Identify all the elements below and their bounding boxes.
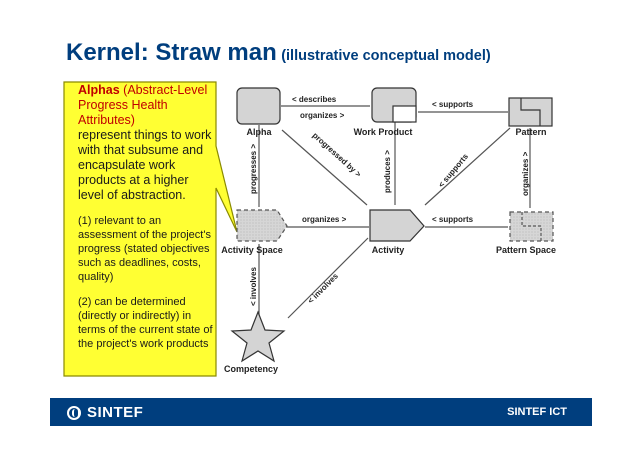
edge-label-organizes-top: organizes > [300, 111, 345, 120]
edge-label-progressed-by: progressed by > [311, 131, 363, 179]
title-main: Kernel: Straw man [66, 39, 277, 66]
callout-body: represent things to work with that subsu… [78, 128, 212, 202]
page-title: Kernel: Straw man (illustrative conceptu… [66, 39, 491, 67]
footer-org-label: SINTEF ICT [507, 406, 567, 418]
edge-label-produces: produces > [383, 150, 392, 193]
sintef-logo-icon [67, 405, 81, 420]
sintef-logo-text: SINTEF [87, 404, 144, 421]
callout-heading-bold: Alphas [78, 83, 120, 97]
pattern-space-shape [509, 211, 554, 242]
activity-shape [369, 209, 425, 242]
callout-point-2: (2) can be determined (directly or indir… [78, 296, 213, 350]
line-activity-pattern [424, 127, 511, 206]
pattern-shape [508, 97, 553, 127]
callout-bubble [63, 81, 238, 377]
edge-label-describes: < describes [292, 95, 337, 104]
edge-label-supports-diagonal: < supports [437, 152, 471, 190]
activity-label: Activity [372, 245, 405, 255]
competency-label: Competency [224, 364, 278, 374]
connector-lines [258, 105, 531, 319]
edge-label-organizes-middle: organizes > [302, 215, 347, 224]
line-alpha-activity [281, 129, 368, 206]
callout-point-1: (1) relevant to an assessment of the pro… [78, 215, 211, 283]
title-subtitle: (illustrative conceptual model) [281, 48, 491, 64]
work-product-shape [371, 87, 417, 123]
pattern-space-label: Pattern Space [496, 245, 556, 255]
edge-label-organizes-right: organizes > [521, 151, 530, 196]
callout-heading-rest: (Abstract-Level Progress Health Attribut… [78, 83, 208, 127]
alpha-shape [236, 87, 281, 125]
callout-text: Alphas (Abstract-Level Progress Health A… [78, 83, 214, 351]
edge-label-involves-left: < involves [249, 267, 258, 306]
work-product-label: Work Product [354, 127, 413, 137]
sintef-logo: SINTEF [67, 404, 143, 421]
alpha-label: Alpha [246, 127, 272, 137]
edge-label-involves-diagonal: < involves [306, 271, 340, 305]
activity-space-label: Activity Space [221, 245, 283, 255]
line-activity-competency [287, 237, 369, 319]
edge-label-supports-top: < supports [432, 100, 474, 109]
edge-label-progresses: progresses > [249, 144, 258, 194]
competency-star-icon [230, 310, 286, 363]
footer-bar: SINTEF SINTEF ICT [50, 398, 592, 426]
edge-label-supports-middle: < supports [432, 215, 474, 224]
pattern-label: Pattern [515, 127, 546, 137]
activity-space-shape [236, 209, 288, 242]
